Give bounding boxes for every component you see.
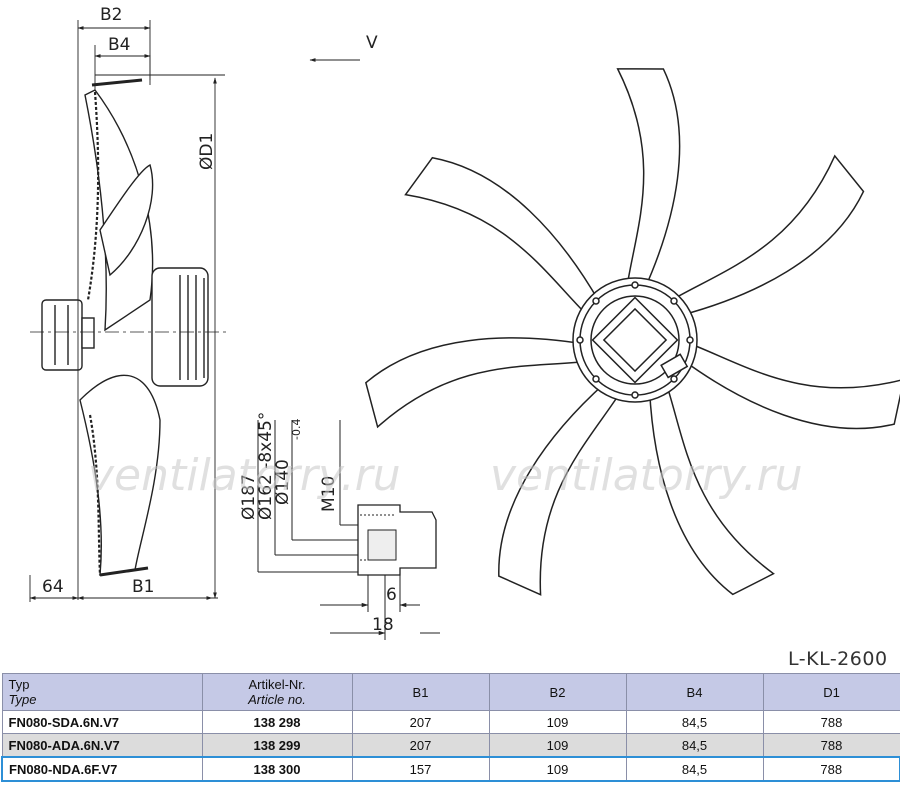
- col-header-d1: D1: [762, 673, 900, 711]
- table-row[interactable]: FN080-SDA.6N.V7 138 298 207 109 84,5 788: [1, 710, 900, 734]
- cell-b1: 207: [351, 710, 490, 734]
- cell-b4: 84,5: [625, 733, 764, 758]
- col-header-b2: B2: [488, 673, 627, 711]
- cell-type: FN080-ADA.6N.V7: [1, 733, 203, 758]
- drawing-code: L-KL-2600: [788, 648, 888, 670]
- cell-d1: 788: [762, 733, 900, 758]
- watermark-right: ventilatorry.ru: [490, 450, 803, 501]
- dim-b2: B2: [100, 5, 122, 25]
- dimension-labels: B2 B4 ØD1 V 64 B1: [42, 5, 378, 597]
- table-row[interactable]: FN080-ADA.6N.V7 138 299 207 109 84,5 788: [1, 733, 900, 758]
- cell-d1: 788: [762, 710, 900, 734]
- col-header-article: Artikel-Nr.Article no.: [201, 673, 353, 711]
- watermark-left: ventilatorry.ru: [88, 450, 401, 501]
- dim-b4: B4: [108, 35, 130, 55]
- cell-type: FN080-SDA.6N.V7: [1, 710, 203, 734]
- dim-d162: Ø162 -8x45°: [256, 412, 276, 520]
- cell-article: 138 298: [201, 710, 353, 734]
- cell-article: 138 299: [201, 733, 353, 758]
- hub-labels: Ø187 Ø162 -8x45° Ø140 -0.4 M10 6 18: [239, 412, 397, 635]
- dim-depth-18: 18: [372, 615, 394, 635]
- cell-article: 138 300: [201, 756, 353, 782]
- dim-d1: ØD1: [197, 133, 217, 170]
- table-row-selected[interactable]: FN080-NDA.6F.V7 138 300 157 109 84,5 788: [1, 756, 900, 782]
- dim-depth-6: 6: [386, 585, 397, 605]
- side-view: [30, 78, 230, 577]
- col-header-b1: B1: [351, 673, 490, 711]
- hub-detail: [257, 420, 440, 640]
- cell-type: FN080-NDA.6F.V7: [1, 756, 203, 782]
- cell-b1: 157: [351, 756, 490, 782]
- fan-technical-drawing: B2 B4 ØD1 V 64 B1 Ø187 Ø162 -8x45° Ø140 …: [29, 5, 900, 640]
- dim-v: V: [366, 33, 378, 53]
- dim-b1: B1: [132, 577, 154, 597]
- dim-m10: M10: [319, 476, 339, 512]
- dim-d187: Ø187: [239, 474, 259, 520]
- dim-offset: 64: [42, 577, 64, 597]
- dim-d140-tolerance: -0.4: [290, 419, 303, 440]
- dim-d140: Ø140: [273, 459, 293, 505]
- cell-b2: 109: [488, 756, 627, 782]
- col-header-b4: B4: [625, 673, 764, 711]
- cell-b2: 109: [488, 710, 627, 734]
- cell-b2: 109: [488, 733, 627, 758]
- cell-b1: 207: [351, 733, 490, 758]
- cell-b4: 84,5: [625, 710, 764, 734]
- cell-b4: 84,5: [625, 756, 764, 782]
- front-view: [355, 59, 900, 605]
- side-dimensions: [29, 20, 360, 602]
- cell-d1: 788: [762, 756, 900, 782]
